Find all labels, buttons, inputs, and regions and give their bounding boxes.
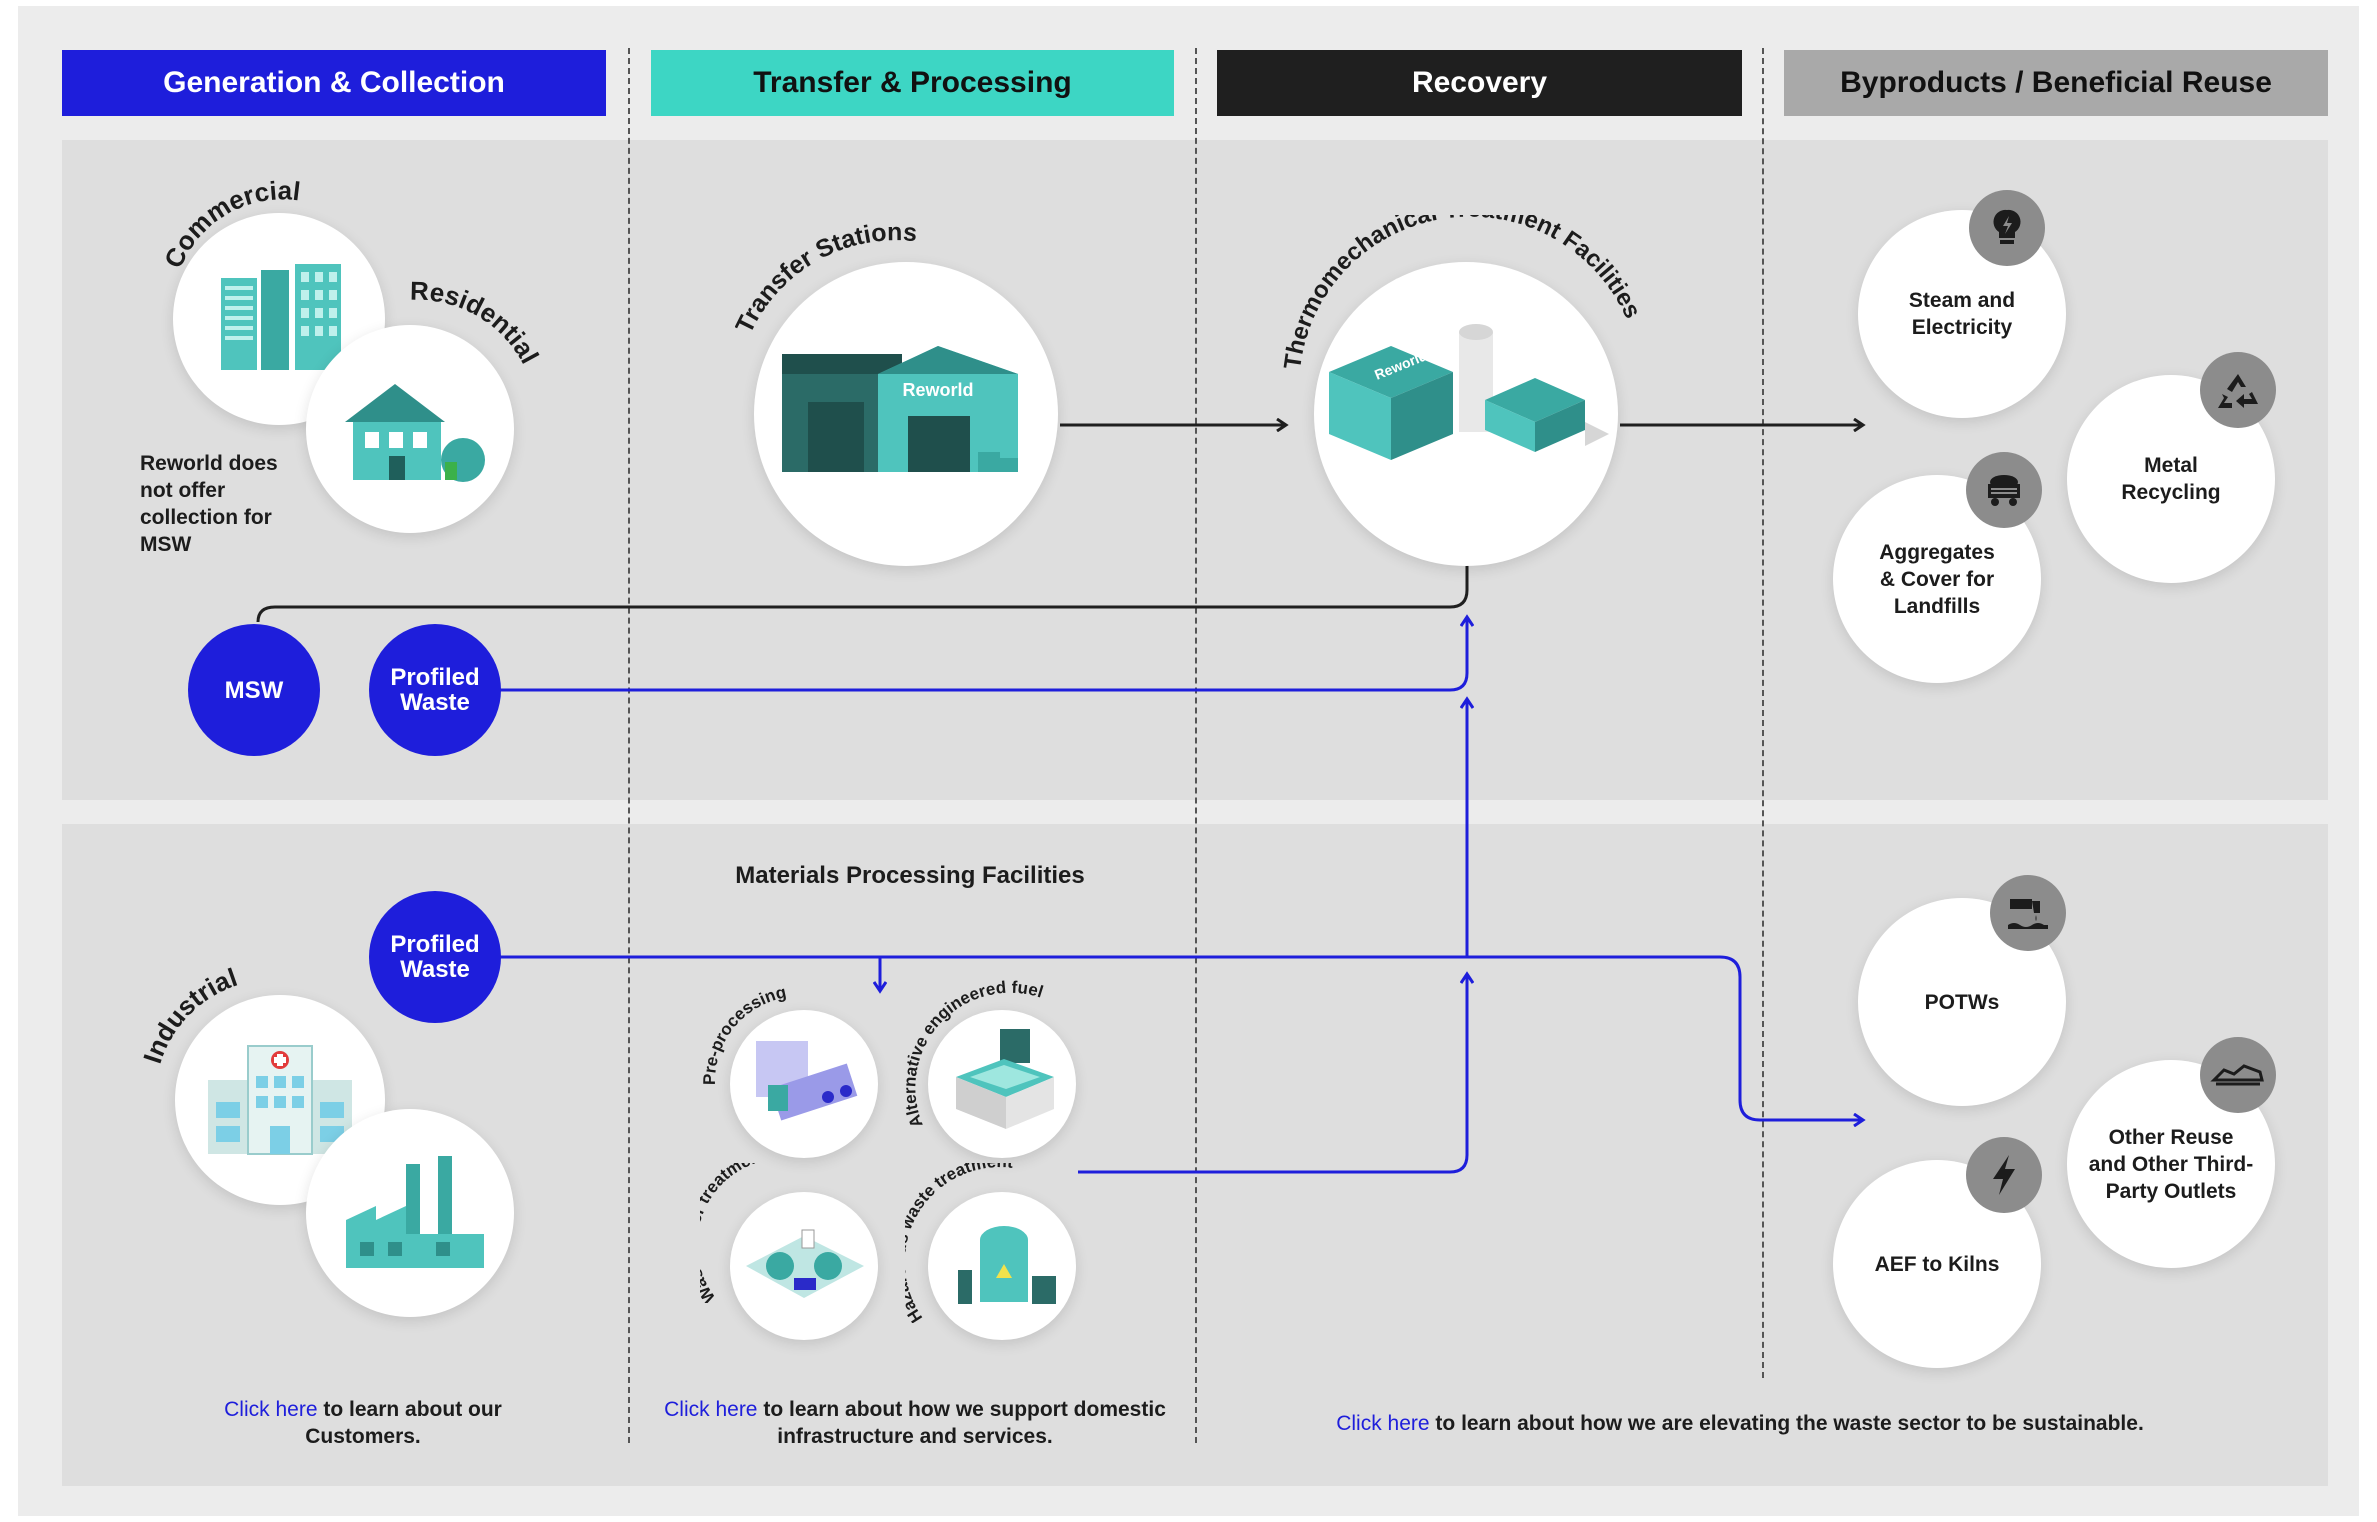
- svg-text:Alternative engineered fuel: Alternative engineered fuel: [905, 980, 1046, 1130]
- metal-recycling-label: Metal Recycling: [2121, 454, 2221, 504]
- transfer-station-building-icon: Reworld: [782, 346, 1018, 472]
- residential-arc-label: Residential: [410, 280, 545, 368]
- mpf-title: Materials Processing Facilities: [735, 862, 1085, 889]
- profiled-waste-circle: Profiled Waste: [369, 624, 501, 756]
- aef-kilns-label: AEF to Kilns: [1874, 1252, 2000, 1276]
- msw-circle: MSW: [188, 624, 320, 756]
- other-reuse-label: Other Reuse and Other Third-Party Outlet…: [2088, 1125, 2254, 1203]
- svg-text:Hazardous waste treatment: Hazardous waste treatment: [905, 1163, 1014, 1323]
- header-generation-collection: Generation & Collection: [62, 50, 606, 116]
- water-outlet-icon: [2008, 899, 2048, 929]
- recycle-badge: [2200, 352, 2276, 428]
- svg-text:Thermomechanical Treatment Fac: Thermomechanical Treatment Facilities: [1280, 215, 1646, 371]
- divider-1: [628, 48, 630, 1443]
- transfer-stations-arc-label: Transfer Stations: [735, 218, 918, 338]
- preprocessing-machine-icon: [756, 1041, 858, 1121]
- svg-text:Commercial: Commercial: [158, 175, 302, 272]
- residential-house-icon: [345, 384, 485, 482]
- hazardous-arc-label: Hazardous waste treatment: [905, 1163, 1014, 1323]
- msw-to-recovery-line: [256, 540, 1467, 623]
- aef-machine-icon: [956, 1029, 1054, 1129]
- mine-cart-badge: [1966, 452, 2042, 528]
- sector-text: to learn about how we are elevating the …: [1435, 1412, 2144, 1435]
- mine-cart-icon: [1988, 475, 2020, 506]
- svg-text:Pre-processing: Pre-processing: [700, 985, 788, 1085]
- sector-note: Click here to learn about how we are ele…: [1280, 1410, 2200, 1437]
- tt-arc-label: Thermomechanical Treatment Facilities: [1280, 215, 1646, 371]
- divider-2: [1195, 48, 1197, 1443]
- lightning-badge: [1966, 1137, 2042, 1213]
- tt-facility-buildings-icon: Reworld: [1329, 324, 1609, 460]
- svg-text:Transfer Stations: Transfer Stations: [735, 218, 918, 338]
- header-recovery: Recovery: [1217, 50, 1742, 116]
- infrastructure-note: Click here to learn about how we support…: [660, 1396, 1170, 1450]
- wastewater-plant-icon: [746, 1229, 864, 1298]
- lightning-icon: [1993, 1155, 2015, 1195]
- svg-text:Residential: Residential: [410, 280, 545, 368]
- industrial-main-line: [500, 955, 1862, 1120]
- industrial-arc-label: Industrial: [140, 962, 241, 1067]
- terrain-badge: [2200, 1037, 2276, 1113]
- terrain-icon: [2210, 1064, 2264, 1086]
- commercial-arc-label: Commercial: [158, 175, 302, 272]
- divider-3: [1762, 48, 1764, 1378]
- commercial-buildings-icon: [221, 264, 341, 370]
- infrastructure-link[interactable]: Click here: [664, 1398, 758, 1421]
- sector-link[interactable]: Click here: [1336, 1412, 1430, 1435]
- hazardous-treatment-icon: [958, 1226, 1056, 1304]
- customers-text: to learn about our Customers.: [305, 1398, 502, 1448]
- svg-text:Wastewater treatment: Wastewater treatment: [700, 1163, 768, 1303]
- profiled-to-recovery-line: [500, 618, 1467, 692]
- hospital-icon: [208, 1045, 352, 1155]
- hazardous-to-recovery-line: [1078, 975, 1467, 1174]
- lightbulb-badge: [1969, 190, 2045, 266]
- svg-text:Industrial: Industrial: [140, 962, 241, 1067]
- aef-arc-label: Alternative engineered fuel: [905, 980, 1046, 1130]
- potws-label: POTWs: [1924, 990, 2000, 1014]
- infrastructure-text: to learn about how we support domestic i…: [763, 1398, 1166, 1448]
- header-byproducts: Byproducts / Beneficial Reuse: [1784, 50, 2328, 116]
- aggregates-label: Aggregates & Cover for Landfills: [1879, 540, 1995, 618]
- steam-electricity-label: Steam and Electricity: [1908, 289, 2016, 339]
- water-outlet-badge: [1990, 875, 2066, 951]
- profiled-waste-industrial-circle: Profiled Waste: [369, 891, 501, 1023]
- wastewater-arc-label: Wastewater treatment: [700, 1163, 768, 1303]
- svg-text:Reworld: Reworld: [902, 380, 973, 400]
- preprocessing-arc-label: Pre-processing: [700, 985, 788, 1085]
- customers-link[interactable]: Click here: [224, 1398, 318, 1421]
- factory-icon: [346, 1156, 484, 1268]
- lightbulb-icon: [1993, 209, 2021, 244]
- header-transfer-processing: Transfer & Processing: [651, 50, 1174, 116]
- recycle-icon: [2218, 374, 2258, 408]
- collection-note: Reworld does not offer collection for MS…: [140, 452, 278, 556]
- customers-note: Click here to learn about our Customers.: [218, 1396, 508, 1450]
